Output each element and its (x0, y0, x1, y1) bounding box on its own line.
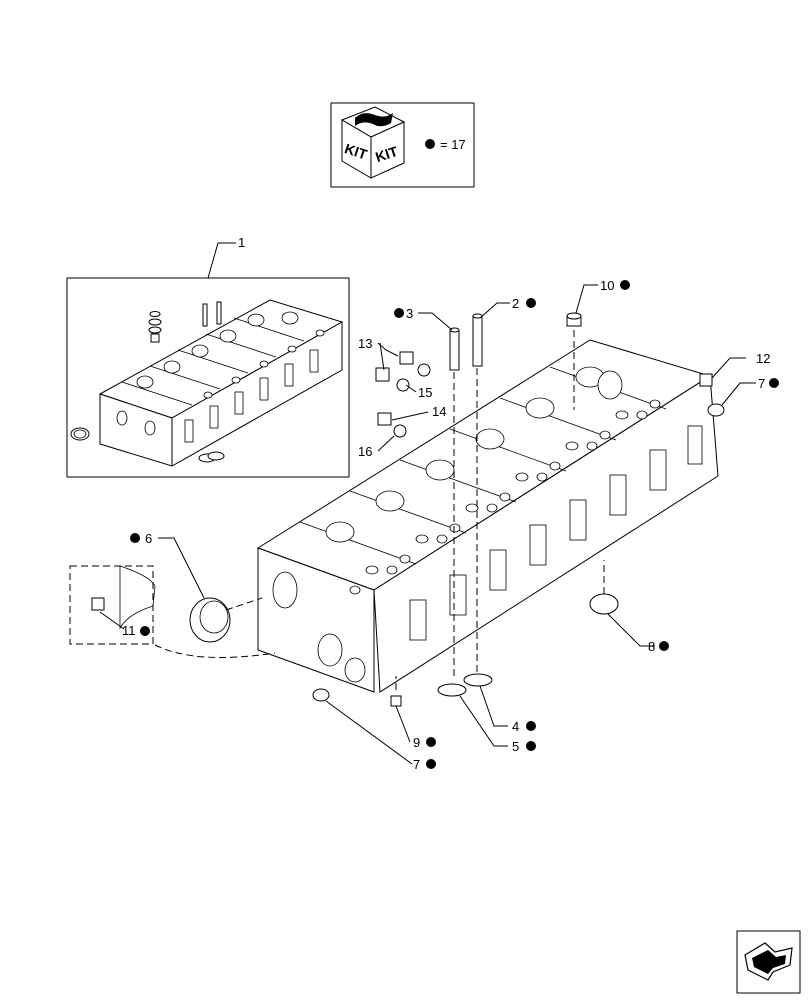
kit-bullet-icon (426, 737, 436, 747)
callout-1: 1 (238, 235, 245, 250)
kit-bullet-icon (526, 298, 536, 308)
callout-number-9: 9 (413, 735, 420, 750)
next-page-button[interactable] (736, 930, 801, 994)
callout-number-1: 1 (238, 235, 245, 250)
callout-10: 10 (600, 278, 630, 293)
callout-number-3: 3 (406, 306, 413, 321)
callout-5: 5 (512, 739, 536, 754)
cap-8 (589, 593, 619, 615)
kit-right-word: KIT (373, 143, 400, 165)
callout-number-16: 16 (358, 444, 372, 459)
kit-left-word: KIT (343, 140, 370, 162)
guide-pins (449, 313, 483, 371)
seal-ring-6 (189, 597, 231, 643)
side-ports (409, 425, 703, 641)
kit-bullet-icon (425, 139, 435, 149)
inset-seal-rings (70, 427, 225, 463)
kit-bullet-icon (140, 626, 150, 636)
callout-7-left: 7 (413, 757, 436, 772)
callout-number-2: 2 (512, 296, 519, 311)
kit-legend-frame (330, 102, 475, 188)
callout-3: 3 (394, 306, 413, 321)
rings-4-5 (437, 673, 493, 697)
inset-injector-seals (148, 311, 162, 343)
callout-9: 9 (413, 735, 436, 750)
callout-number-12: 12 (756, 351, 770, 366)
detail-11 (69, 565, 276, 658)
callout-11: 11 (122, 623, 150, 638)
valve-bores (272, 366, 661, 683)
callout-6: 6 (130, 531, 152, 546)
kit-legend: KIT KIT = 17 (330, 102, 475, 188)
callout-13: 13 (358, 336, 372, 351)
callout-4: 4 (512, 719, 536, 734)
kit-box-icon: KIT KIT (340, 106, 406, 179)
callout-number-7: 7 (413, 757, 420, 772)
plugs-13-16 (375, 351, 431, 438)
kit-bullet-icon (130, 533, 140, 543)
cap-7-right (707, 403, 725, 417)
leader-lines (99, 242, 756, 765)
alignment-lines (225, 330, 605, 690)
kit-bullet-icon (426, 759, 436, 769)
callout-number-7: 7 (758, 376, 765, 391)
callout-number-14: 14 (432, 404, 446, 419)
callout-number-11: 11 (122, 623, 136, 638)
callout-number-13: 13 (358, 336, 372, 351)
kit-bullet-icon (526, 721, 536, 731)
main-cylinder-head (256, 339, 719, 693)
callout-8: 8 (648, 639, 669, 654)
plug-9 (390, 695, 402, 707)
callout-number-5: 5 (512, 739, 519, 754)
kit-bullet-icon (659, 641, 669, 651)
next-page-arrow-icon (744, 942, 793, 981)
cap-7-left (312, 688, 330, 702)
callout-number-8: 8 (648, 639, 655, 654)
assembly-inset (66, 277, 350, 478)
callout-16: 16 (358, 444, 372, 459)
inset-pins (202, 301, 222, 327)
callout-number-10: 10 (600, 278, 614, 293)
plug-10 (566, 312, 582, 327)
kit-bullet-icon (620, 280, 630, 290)
callout-14: 14 (432, 404, 446, 419)
callout-15: 15 (418, 385, 432, 400)
callout-number-15: 15 (418, 385, 432, 400)
kit-legend-text: = 17 (440, 137, 466, 152)
callout-12: 12 (756, 351, 770, 366)
kit-bullet-icon (769, 378, 779, 388)
kit-bullet-icon (526, 741, 536, 751)
kit-bullet-icon (394, 308, 404, 318)
callout-7-right: 7 (758, 376, 779, 391)
callout-number-6: 6 (145, 531, 152, 546)
callout-number-4: 4 (512, 719, 519, 734)
plug-12 (699, 373, 713, 387)
callout-2: 2 (512, 296, 536, 311)
inset-cylinder-head (98, 299, 344, 467)
